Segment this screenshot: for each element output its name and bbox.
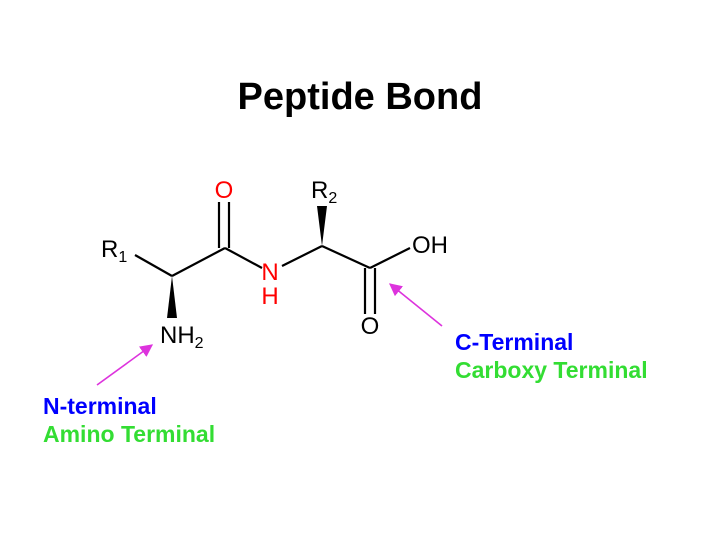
- wedge-bond-amino: [167, 276, 177, 318]
- amino-group-label: NH2: [160, 322, 204, 352]
- page-title: Peptide Bond: [237, 76, 483, 118]
- bond-carbonyl-nitrogen: [224, 247, 263, 269]
- amide-nitrogen-label: N: [261, 259, 278, 286]
- bond-r1-calpha1: [134, 254, 173, 277]
- amide-hydrogen-label: H: [261, 283, 278, 310]
- n-terminal-heading: N-terminal: [43, 393, 157, 419]
- n-terminal-label: N-terminal Amino Terminal: [43, 392, 215, 448]
- amino-group-subscript: 2: [195, 335, 204, 352]
- r1-letter: R: [101, 236, 118, 263]
- amino-group-main: NH: [160, 322, 195, 349]
- hydroxyl-label: OH: [412, 232, 448, 259]
- c-terminal-subheading: Carboxy Terminal: [455, 357, 648, 383]
- bond-calpha1-carbonyl: [171, 247, 226, 277]
- acid-oxygen-label: O: [361, 313, 380, 340]
- carbonyl-oxygen-label: O: [215, 177, 234, 204]
- bond-calpha2-carboxyl: [321, 245, 371, 269]
- n-terminal-arrow: [96, 344, 154, 386]
- bond-lines: [134, 202, 411, 314]
- r1-label: R1: [101, 236, 127, 266]
- c-terminal-heading: C-Terminal: [455, 329, 574, 355]
- wedge-bond-r2: [317, 206, 327, 246]
- r2-subscript: 2: [328, 190, 337, 207]
- r2-label: R2: [311, 177, 337, 207]
- r2-letter: R: [311, 177, 328, 204]
- bond-carboxyl-hydroxyl: [369, 247, 411, 269]
- c-terminal-arrow: [389, 283, 443, 327]
- bond-nitrogen-calpha2: [281, 245, 323, 267]
- c-terminal-label: C-Terminal Carboxy Terminal: [455, 328, 648, 384]
- n-terminal-subheading: Amino Terminal: [43, 421, 216, 447]
- r1-subscript: 1: [118, 249, 127, 266]
